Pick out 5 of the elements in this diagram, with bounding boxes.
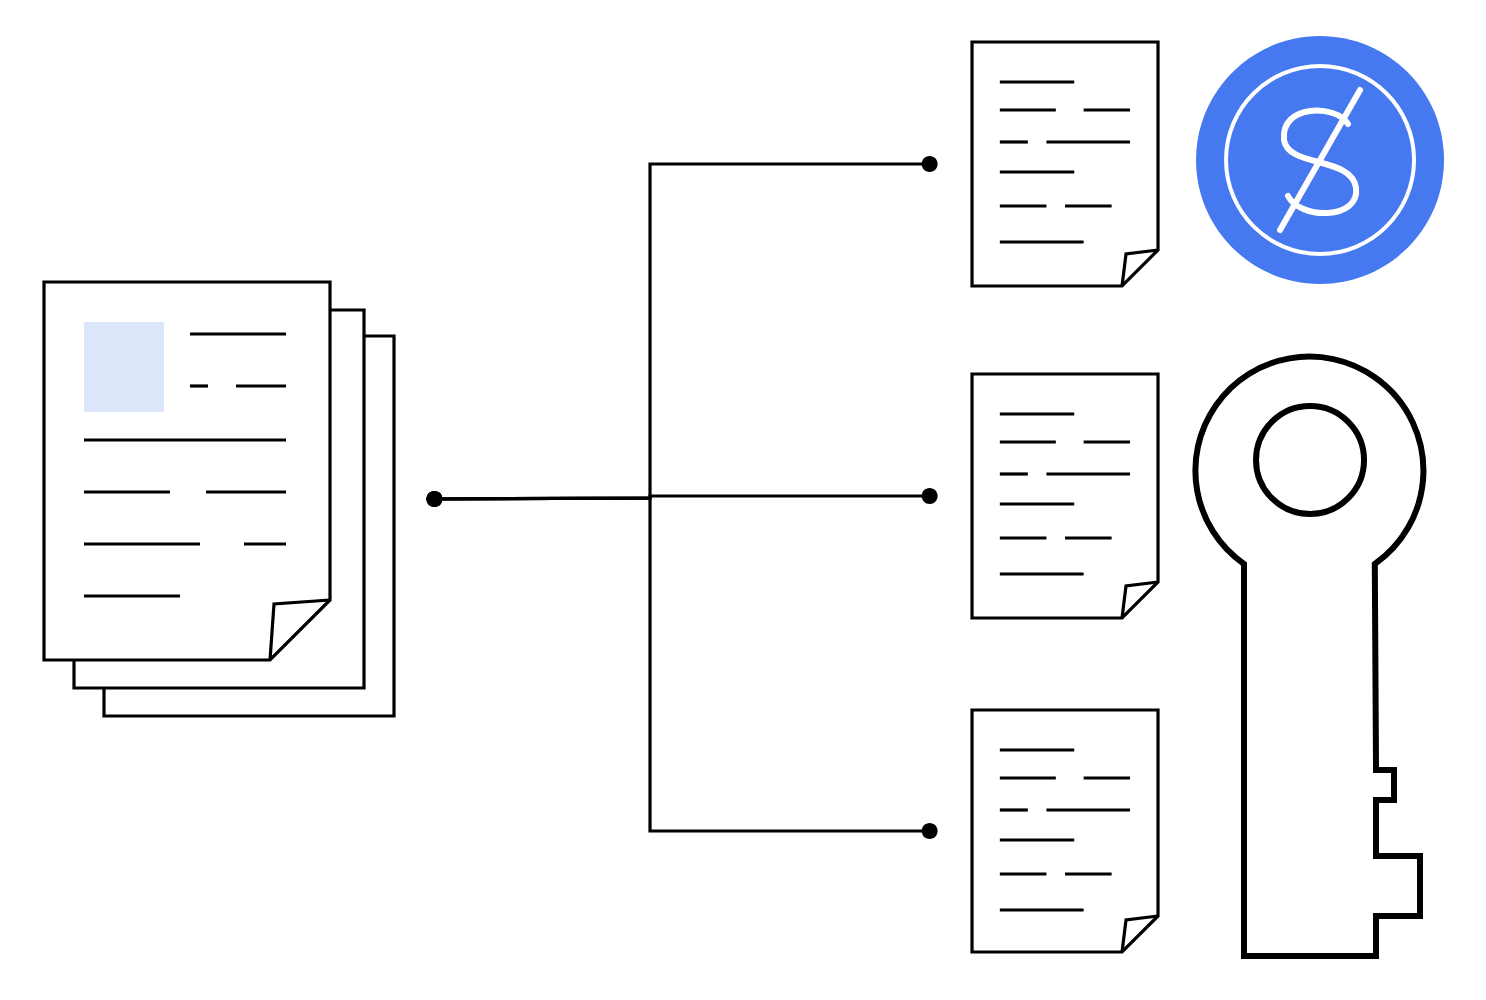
document-stack-drawing <box>42 280 396 718</box>
document-icon <box>970 40 1160 288</box>
connector-line <box>426 491 938 839</box>
document-icon <box>970 372 1160 620</box>
document-icon <box>970 708 1160 954</box>
